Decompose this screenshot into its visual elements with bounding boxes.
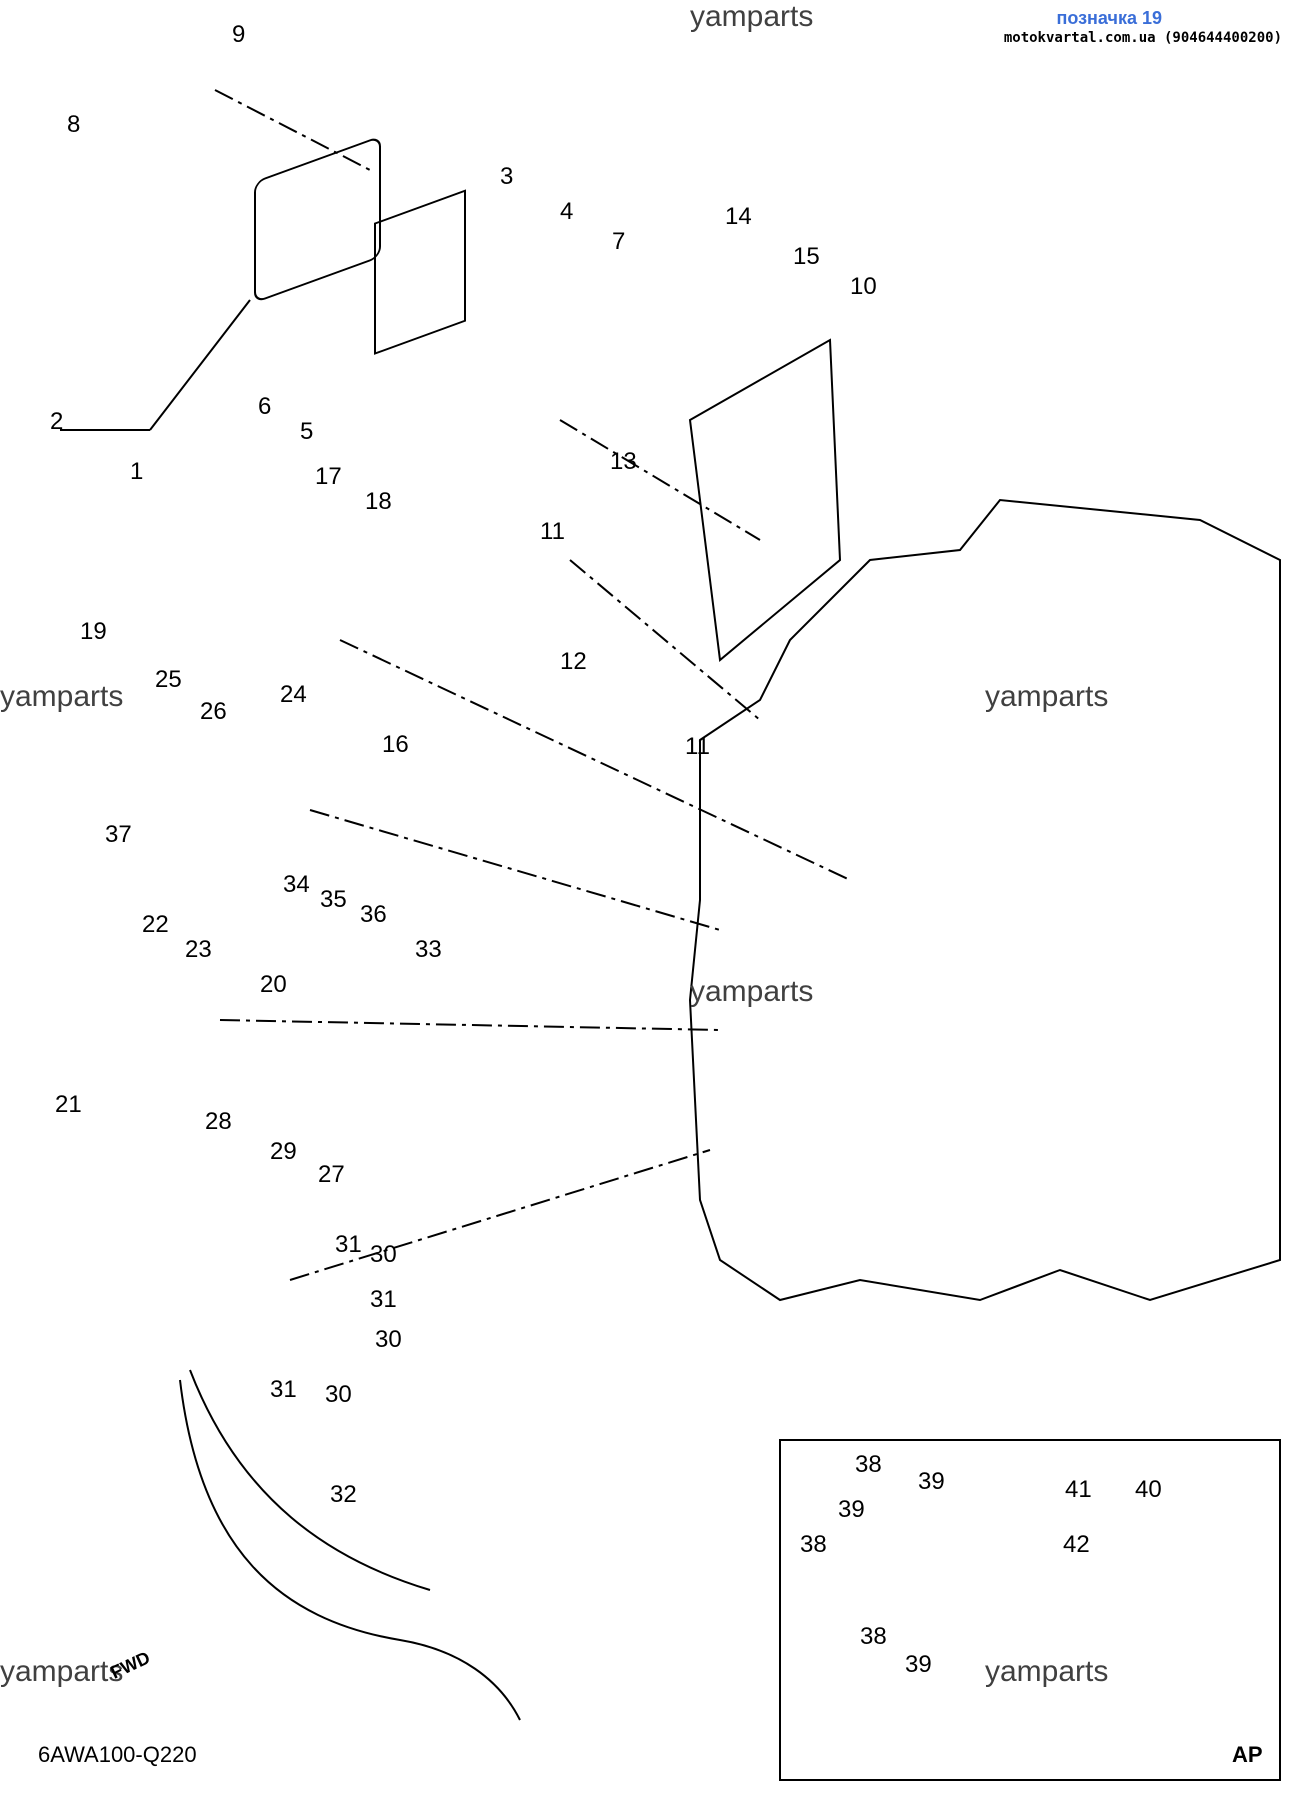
callout: 31 xyxy=(270,1376,297,1403)
inset-callout: 38 xyxy=(860,1623,887,1650)
callout: 11 xyxy=(685,733,710,760)
callout: 10 xyxy=(850,273,877,300)
callout: 30 xyxy=(325,1381,352,1408)
watermark: yamparts xyxy=(985,680,1109,713)
header-link[interactable]: позначка 19 xyxy=(1056,8,1162,28)
callout: 34 xyxy=(283,871,310,898)
callout: 9 xyxy=(232,21,246,48)
callout: 30 xyxy=(375,1326,402,1353)
callout: 29 xyxy=(270,1138,297,1165)
header-site: motokvartal.com.ua (904644400200) xyxy=(1003,30,1282,46)
ecm-module xyxy=(254,138,381,301)
callout: 12 xyxy=(560,648,587,675)
inset-box xyxy=(779,1439,1281,1781)
callout: 32 xyxy=(330,1481,357,1508)
watermark: yamparts xyxy=(985,1655,1109,1688)
callout: 31 xyxy=(335,1231,362,1258)
watermark: yamparts xyxy=(0,680,124,713)
callout: 18 xyxy=(365,488,392,515)
callout: 36 xyxy=(360,901,387,928)
callout: 19 xyxy=(80,618,107,645)
inset-callout: 39 xyxy=(905,1651,932,1678)
callout: 11 xyxy=(540,518,565,545)
watermark: yamparts xyxy=(690,975,814,1008)
callout: 17 xyxy=(315,463,342,490)
callout: 16 xyxy=(382,731,409,758)
callout: 23 xyxy=(185,936,212,963)
inset-callout: 39 xyxy=(918,1468,945,1495)
watermark-top: yamparts xyxy=(690,0,814,33)
callout: 3 xyxy=(500,163,514,190)
callout: 8 xyxy=(67,111,81,138)
callout: 24 xyxy=(280,681,307,708)
callout: 20 xyxy=(260,971,287,998)
callout: 6 xyxy=(258,393,272,420)
callout: 7 xyxy=(612,228,626,255)
callout: 21 xyxy=(55,1091,82,1118)
callout: 33 xyxy=(415,936,442,963)
inset-callout: 38 xyxy=(855,1451,882,1478)
callout: 37 xyxy=(105,821,132,848)
callout: 35 xyxy=(320,886,347,913)
callout: 30 xyxy=(370,1241,397,1268)
inset-callout: 42 xyxy=(1063,1531,1090,1558)
callout: 5 xyxy=(300,418,314,445)
callout: 15 xyxy=(793,243,820,270)
callout: 28 xyxy=(205,1108,232,1135)
callout: 26 xyxy=(200,698,227,725)
harness-32 xyxy=(179,1379,521,1721)
callout: 27 xyxy=(318,1161,345,1188)
callout: 1 xyxy=(130,458,144,485)
callout: 4 xyxy=(560,198,574,225)
inset-callout: 41 xyxy=(1065,1476,1092,1503)
engine-block xyxy=(688,498,1281,1302)
callout: 13 xyxy=(610,448,637,475)
callout: 14 xyxy=(725,203,752,230)
inset-callout: 40 xyxy=(1135,1476,1162,1503)
inset-label: AP xyxy=(1232,1742,1263,1767)
gasket-plate xyxy=(374,189,466,355)
watermark: yamparts xyxy=(0,1655,124,1688)
callout: 2 xyxy=(50,408,64,435)
inset-callout: 39 xyxy=(838,1496,865,1523)
diagram-code: 6AWA100-Q220 xyxy=(38,1742,197,1767)
callout: 22 xyxy=(142,911,169,938)
callout: 25 xyxy=(155,666,182,693)
callout: 31 xyxy=(370,1286,397,1313)
inset-callout: 38 xyxy=(800,1531,827,1558)
bracket-10 xyxy=(688,338,842,662)
